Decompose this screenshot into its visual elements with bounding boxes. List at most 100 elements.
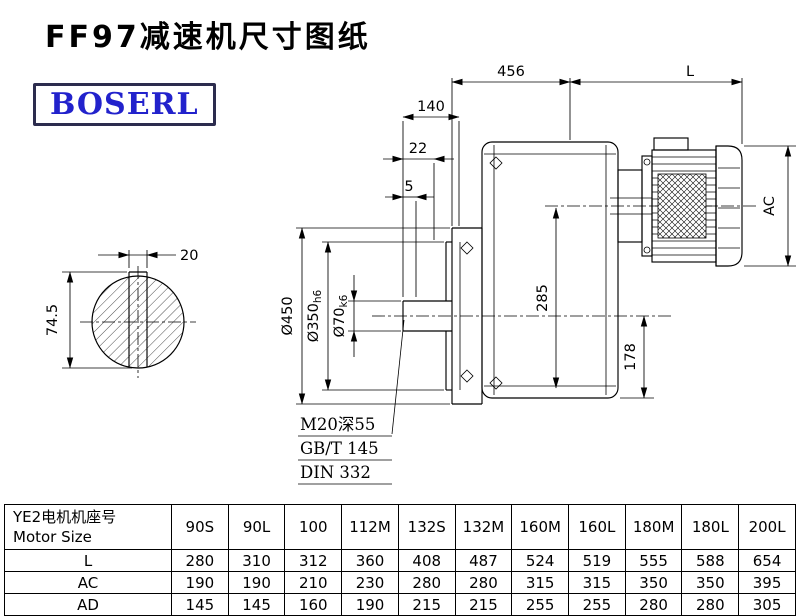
column-header-90S: 90S (171, 504, 229, 550)
dim-dia70: Ø70k6 (332, 275, 401, 357)
column-header-160M: 160M (511, 504, 570, 550)
value-cell: 315 (568, 571, 626, 594)
column-header-132S: 132S (397, 504, 456, 550)
dimensions: 456 L 140 22 (280, 64, 796, 405)
dim-5: 5 (385, 179, 434, 297)
dia350-value: Ø350 (306, 303, 322, 342)
column-header-200L: 200L (738, 504, 796, 550)
flange-bolt-icon (460, 241, 474, 255)
value-cell: 360 (341, 549, 399, 572)
value-cell: 519 (568, 549, 626, 572)
dim-dia350: Ø350h6 (306, 241, 444, 391)
motor-core-hatch (657, 173, 707, 239)
value-cell: 280 (624, 593, 683, 616)
column-header-100: 100 (284, 504, 343, 550)
dim-dia450-label: Ø450 (280, 296, 296, 335)
header-en: Motor Size (13, 528, 92, 546)
value-cell: 160 (284, 593, 343, 616)
housing-bolt-icon (489, 376, 503, 390)
motor-bolt-icon (643, 246, 651, 254)
note-gb-standard: GB/T 145 (300, 439, 379, 458)
value-cell: 280 (171, 549, 229, 572)
value-cell: 588 (681, 549, 740, 572)
note-din-standard: DIN 332 (300, 463, 371, 482)
value-cell: 487 (454, 549, 513, 572)
value-cell: 395 (738, 571, 796, 594)
flange-bolt-icon (460, 369, 474, 383)
dim-22: 22 (383, 141, 454, 240)
terminal-box (653, 137, 689, 151)
value-cell: 280 (681, 593, 740, 616)
dim-140-label: 140 (417, 99, 445, 115)
value-cell: 145 (171, 593, 229, 616)
column-header-160L: 160L (568, 504, 626, 550)
row-label-L: L (4, 549, 172, 572)
value-cell: 215 (397, 593, 456, 616)
shaft-section-view: 20 74.5 (45, 248, 198, 378)
brand-text: BOSERL (50, 87, 199, 122)
value-cell: 255 (568, 593, 626, 616)
thread-notes: M20深55 GB/T 145 DIN 332 (298, 319, 405, 485)
value-cell: 350 (681, 571, 740, 594)
dim-dia350-label: Ø350h6 (306, 289, 324, 342)
row-label-AD: AD (4, 593, 172, 616)
dim-140: 140 (402, 99, 460, 297)
dim-AC-label: AC (762, 196, 778, 216)
value-cell: 524 (511, 549, 570, 572)
dim-20: 20 (98, 248, 198, 268)
value-cell: 215 (454, 593, 513, 616)
dim-178-label: 178 (623, 343, 639, 371)
value-cell: 280 (454, 571, 513, 594)
dim-22-label: 22 (409, 141, 427, 157)
motor-bolt-icon (643, 158, 651, 166)
value-cell: 555 (624, 549, 683, 572)
value-cell: 350 (624, 571, 683, 594)
dim-dia450: Ø450 (280, 227, 450, 405)
gear-housing (481, 141, 652, 399)
value-cell: 255 (511, 593, 570, 616)
column-header-90L: 90L (227, 504, 286, 550)
housing-bolt-icon (489, 156, 503, 170)
value-cell: 312 (284, 549, 343, 572)
fan-cover (715, 145, 743, 267)
motor (617, 137, 743, 267)
value-cell: 190 (171, 571, 229, 594)
shaft-section-circle (91, 275, 185, 369)
value-cell: 280 (397, 571, 456, 594)
dim-L-label: L (686, 64, 694, 80)
technical-drawing: 20 74.5 (45, 64, 796, 485)
note-thread: M20深55 (300, 415, 375, 434)
value-cell: 210 (284, 571, 343, 594)
value-cell: 230 (341, 571, 399, 594)
value-cell: 145 (227, 593, 286, 616)
dim-456: 456 (451, 64, 571, 226)
column-header-112M: 112M (341, 504, 399, 550)
value-cell: 408 (397, 549, 456, 572)
dim-456-label: 456 (497, 64, 525, 80)
value-cell: 310 (227, 549, 286, 572)
brand-logo-box: BOSERL (33, 83, 216, 126)
dim-5-label: 5 (404, 179, 413, 195)
dim-20-label: 20 (180, 248, 198, 264)
dim-AC: AC (744, 145, 796, 267)
fan-cover-slots (718, 167, 740, 249)
dim-178: 178 (620, 315, 654, 399)
dim-dia70-label: Ø70k6 (332, 294, 350, 337)
dim-74-5: 74.5 (45, 271, 132, 369)
row-label-AC: AC (4, 571, 172, 594)
dia350-tolerance: h6 (312, 289, 324, 303)
value-cell: 654 (738, 549, 796, 572)
page-title: FF97减速机尺寸图纸 (45, 20, 371, 55)
dia70-tolerance: k6 (338, 294, 350, 307)
value-cell: 315 (511, 571, 570, 594)
dim-L: L (569, 64, 743, 144)
housing-outline (481, 141, 619, 399)
dia70-value: Ø70 (332, 307, 348, 337)
value-cell: 305 (738, 593, 796, 616)
main-side-view (372, 137, 758, 405)
